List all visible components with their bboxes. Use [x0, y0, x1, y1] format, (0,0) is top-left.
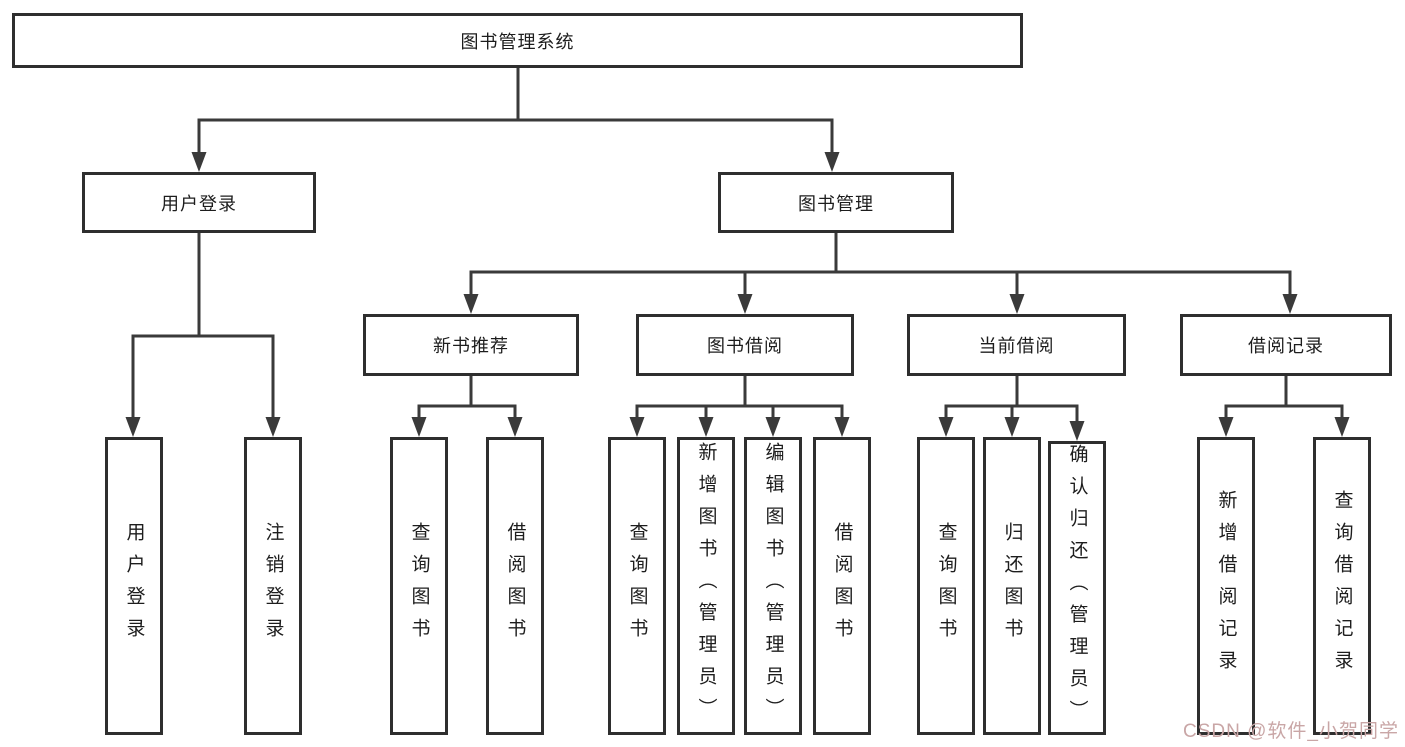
node-borrow-records-label: 借阅记录 — [1248, 336, 1324, 356]
leaf-logout-label: 注销登录 — [262, 522, 284, 650]
leaf-borrow-borrow-books: 借阅图书 — [813, 437, 871, 735]
node-new-book-recommend: 新书推荐 — [363, 314, 579, 376]
node-user-login: 用户登录 — [82, 172, 316, 233]
node-new-book-recommend-label: 新书推荐 — [433, 336, 509, 356]
leaf-newbook-borrow-books: 借阅图书 — [486, 437, 544, 735]
leaf-user-login-label: 用户登录 — [123, 522, 145, 650]
leaf-borrow-add-books-admin-label: 新增图书（管理员） — [695, 442, 717, 730]
leaf-borrow-edit-books-admin: 编辑图书（管理员） — [744, 437, 802, 735]
node-book-borrow: 图书借阅 — [636, 314, 854, 376]
leaf-records-query-record: 查询借阅记录 — [1313, 437, 1371, 735]
watermark: CSDN @软件_小贺同学 — [1183, 721, 1399, 742]
leaf-current-confirm-return-admin-label: 确认归还（管理员） — [1066, 444, 1088, 732]
leaf-records-add-record-label: 新增借阅记录 — [1215, 490, 1237, 682]
leaf-borrow-query-books: 查询图书 — [608, 437, 666, 735]
leaf-current-query-books: 查询图书 — [917, 437, 975, 735]
node-book-management-label: 图书管理 — [798, 193, 874, 214]
arrowhead-icons — [125, 152, 1350, 441]
leaf-newbook-query-books-label: 查询图书 — [408, 522, 430, 650]
leaf-newbook-query-books: 查询图书 — [390, 437, 448, 735]
node-borrow-records: 借阅记录 — [1180, 314, 1392, 376]
leaf-borrow-add-books-admin: 新增图书（管理员） — [677, 437, 735, 735]
leaf-records-query-record-label: 查询借阅记录 — [1331, 490, 1353, 682]
leaf-current-query-books-label: 查询图书 — [935, 522, 957, 650]
leaf-logout: 注销登录 — [244, 437, 302, 735]
leaf-borrow-edit-books-admin-label: 编辑图书（管理员） — [762, 442, 784, 730]
leaf-current-return-books: 归还图书 — [983, 437, 1041, 735]
node-current-borrow-label: 当前借阅 — [978, 336, 1055, 356]
node-user-login-label: 用户登录 — [161, 193, 237, 214]
leaf-borrow-borrow-books-label: 借阅图书 — [831, 522, 853, 650]
node-current-borrow: 当前借阅 — [907, 314, 1126, 376]
leaf-user-login: 用户登录 — [105, 437, 163, 735]
leaf-current-return-books-label: 归还图书 — [1001, 522, 1023, 650]
leaf-records-add-record: 新增借阅记录 — [1197, 437, 1255, 735]
leaf-current-confirm-return-admin: 确认归还（管理员） — [1048, 441, 1106, 735]
node-root: 图书管理系统 — [12, 13, 1023, 68]
leaf-newbook-borrow-books-label: 借阅图书 — [504, 522, 526, 650]
node-book-management: 图书管理 — [718, 172, 954, 233]
leaf-borrow-query-books-label: 查询图书 — [626, 522, 648, 650]
node-root-label: 图书管理系统 — [460, 31, 575, 52]
node-book-borrow-label: 图书借阅 — [707, 336, 783, 356]
